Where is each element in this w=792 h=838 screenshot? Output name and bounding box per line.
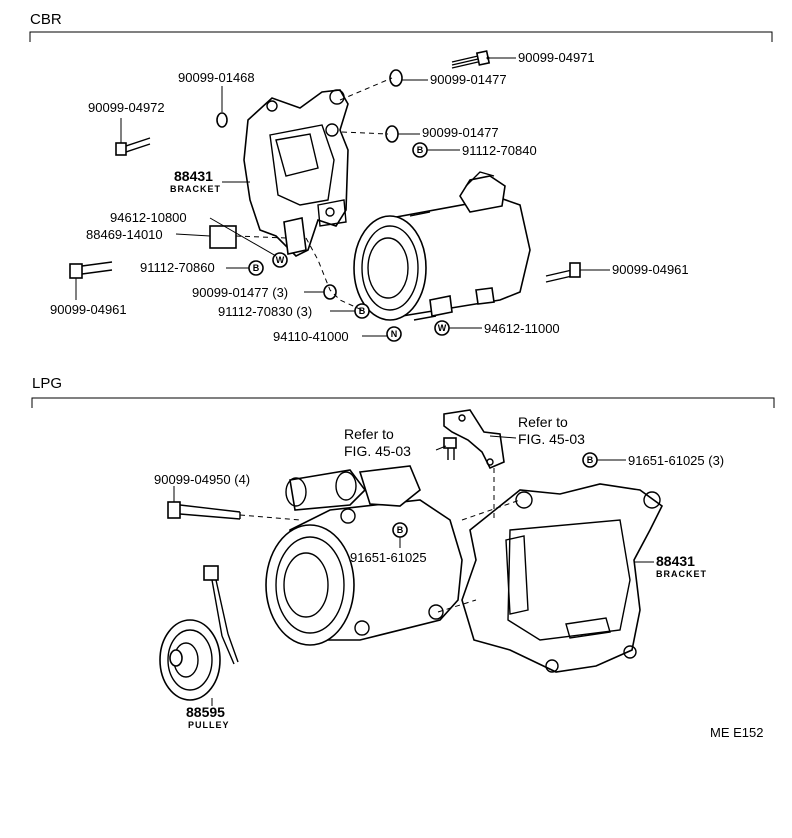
label-pulley: PULLEY <box>188 720 230 730</box>
lpg-ref-bracket-part <box>443 409 505 470</box>
lpg-ref-bolt-part <box>443 437 457 460</box>
lpg-compressor-part <box>265 465 463 646</box>
cbr-bolt-04961-right <box>545 262 581 283</box>
lpg-bolt-04950 <box>167 501 241 520</box>
label-refer-right-2: FIG. 45-03 <box>518 431 585 447</box>
lpg-symbol-b-right: B <box>582 452 598 468</box>
label-90099-01477-qty: 90099-01477 (3) <box>192 285 288 300</box>
svg-text:B: B <box>397 525 404 535</box>
svg-text:B: B <box>417 145 424 155</box>
label-90099-01477-mid: 90099-01477 <box>422 125 499 140</box>
svg-text:B: B <box>587 455 594 465</box>
lpg-pulley-part <box>159 565 239 701</box>
lpg-dash-1 <box>239 514 301 521</box>
svg-text:N: N <box>391 329 398 339</box>
label-90099-04950-qty: 90099-04950 (4) <box>154 472 250 487</box>
svg-text:B: B <box>359 306 366 316</box>
cbr-symbol-b-70840: B <box>412 142 428 158</box>
section-title-cbr: CBR <box>30 11 62 28</box>
cbr-washer-01468 <box>216 112 228 128</box>
cbr-plate-part <box>209 225 237 249</box>
cbr-bolt-04961-left <box>69 261 113 279</box>
label-bracket-cbr: BRACKET <box>170 184 221 194</box>
section-bracket-cbr <box>29 31 773 42</box>
cbr-symbol-b-70860: B <box>248 260 264 276</box>
label-88469-14010: 88469-14010 <box>86 227 163 242</box>
label-90099-04971: 90099-04971 <box>518 50 595 65</box>
cbr-washer-top <box>389 69 403 87</box>
label-88431-lpg: 88431 <box>656 553 695 569</box>
label-90099-01468: 90099-01468 <box>178 70 255 85</box>
lpg-bracket-part <box>461 483 664 673</box>
svg-text:W: W <box>276 255 285 265</box>
cbr-bolt-04971 <box>451 50 491 69</box>
label-91112-70860: 91112-70860 <box>140 260 215 275</box>
cbr-symbol-w-10800: W <box>272 252 288 268</box>
lpg-dash-4 <box>437 599 477 613</box>
lpg-symbol-b-center: B <box>392 522 408 538</box>
cbr-symbol-w-11000: W <box>434 320 450 336</box>
label-refer-right-1: Refer to <box>518 414 568 430</box>
label-94110-41000: 94110-41000 <box>273 329 349 344</box>
cbr-small-bracket-part <box>283 217 307 255</box>
label-refer-left-1: Refer to <box>344 426 394 442</box>
label-refer-left-2: FIG. 45-03 <box>344 443 411 459</box>
cbr-symbol-n-41000: N <box>386 326 402 342</box>
cbr-washer-qty <box>323 284 337 300</box>
label-88595: 88595 <box>186 704 225 720</box>
cbr-symbol-b-70830: B <box>354 303 370 319</box>
cbr-bracket-part <box>243 89 349 257</box>
section-bracket-lpg <box>31 397 775 408</box>
cbr-dash-2 <box>341 131 389 135</box>
figure-code: ME E152 <box>710 725 763 740</box>
svg-text:B: B <box>253 263 260 273</box>
cbr-compressor-part <box>353 171 531 321</box>
label-90099-04972: 90099-04972 <box>88 100 165 115</box>
label-94612-10800: 94612-10800 <box>110 210 187 225</box>
cbr-dash-1 <box>339 77 393 101</box>
lpg-dash-2 <box>461 499 521 521</box>
label-91651-61025: 91651-61025 <box>350 550 427 565</box>
label-bracket-lpg: BRACKET <box>656 569 707 579</box>
section-title-lpg: LPG <box>32 375 62 392</box>
label-94612-11000: 94612-11000 <box>484 321 560 336</box>
label-88431-cbr: 88431 <box>174 168 213 184</box>
label-91651-61025-qty: 91651-61025 (3) <box>628 453 724 468</box>
label-90099-04961-left: 90099-04961 <box>50 302 127 317</box>
label-91112-70830-qty: 91112-70830 (3) <box>218 304 312 319</box>
label-90099-04961-right: 90099-04961 <box>612 262 689 277</box>
cbr-dash-3 <box>305 237 363 311</box>
svg-text:W: W <box>438 323 447 333</box>
label-91112-70840: 91112-70840 <box>462 143 537 158</box>
label-90099-01477-top: 90099-01477 <box>430 72 507 87</box>
